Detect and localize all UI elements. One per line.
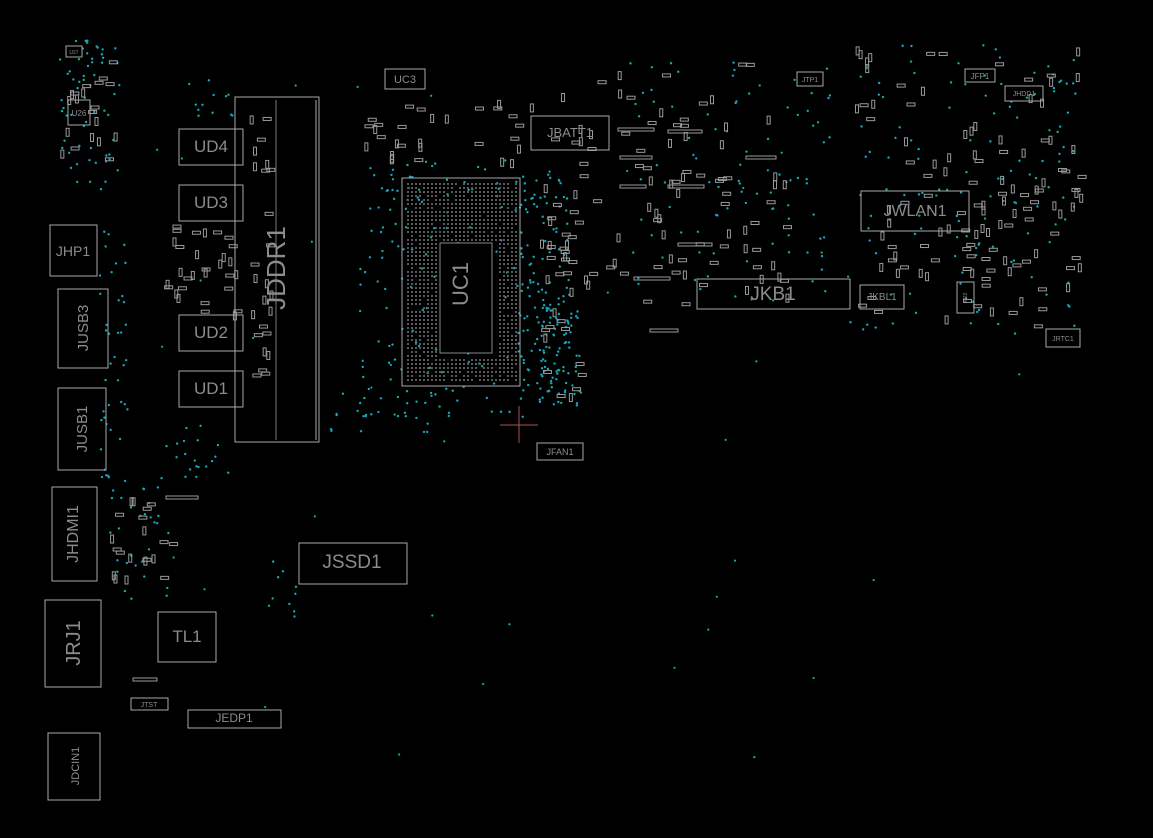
jio-connector[interactable]: JIO2 [956, 281, 975, 314]
uc3-label: UC3 [394, 74, 416, 86]
jssd1-connector[interactable]: JSSD1 [298, 542, 408, 585]
jfp1-label: JFP1 [971, 72, 990, 81]
jfan1-label: JFAN1 [546, 447, 573, 457]
jtp1-connector[interactable]: JTP1 [796, 71, 824, 87]
ud2-chip[interactable]: UD2 [178, 314, 244, 352]
jhp1-connector[interactable]: JHP1 [49, 224, 98, 277]
jddr1-label: JDDR1 [261, 226, 291, 310]
jwlan1-label: JWLAN1 [883, 203, 946, 220]
tl1-label: TL1 [172, 627, 201, 646]
jtp1-label: JTP1 [802, 77, 818, 84]
ud3-chip[interactable]: UD3 [178, 184, 244, 222]
jrj1-label: JRJ1 [63, 620, 85, 666]
ud4-chip[interactable]: UD4 [178, 128, 244, 166]
jfp1-connector[interactable]: JFP1 [964, 68, 996, 83]
svg-text:U27: U27 [69, 50, 78, 56]
uc1-cpu[interactable]: UC1 [401, 177, 521, 387]
jwlan1-connector[interactable]: JWLAN1 [860, 190, 970, 232]
jkb1-connector[interactable]: JKB1 [696, 278, 851, 310]
jhdmi1-label: JHDMI1 [65, 505, 82, 563]
jkbl1-connector[interactable]: JKBL1 [859, 284, 905, 310]
jhp1-label: JHP1 [56, 243, 90, 259]
jrtc1-connector[interactable]: JRTC1 [1045, 328, 1081, 348]
ud1-chip[interactable]: UD1 [178, 370, 244, 408]
jhdd1-label: JHDD1 [1013, 91, 1036, 98]
jbatt1-label: JBATT1 [547, 125, 593, 140]
u26-label: U26 [72, 109, 87, 118]
jusb1-label: JUSB1 [74, 406, 91, 453]
tl1-transformer[interactable]: TL1 [157, 611, 217, 663]
jdcin1-connector[interactable]: JDCIN1 [47, 732, 101, 801]
passive-components [60, 46, 1087, 682]
jkb1-label: JKB1 [750, 284, 795, 305]
jhdmi1-connector[interactable]: JHDMI1 [51, 486, 98, 582]
ud3-label: UD3 [194, 193, 228, 212]
crosshair-cursor-icon [500, 406, 538, 443]
ud2-label: UD2 [194, 323, 228, 342]
jhdd1-connector[interactable]: JHDD1 [1004, 85, 1044, 102]
uc1-label: UC1 [448, 262, 473, 306]
bga-ball-grid [407, 183, 517, 381]
jtst-connector[interactable]: JTST [130, 697, 169, 711]
u27-chip[interactable]: U27 [65, 45, 83, 58]
jbatt1-connector[interactable]: JBATT1 [530, 115, 610, 151]
ud4-label: UD4 [194, 137, 228, 156]
jedp1-connector[interactable]: JEDP1 [187, 709, 282, 729]
jusb3-label: JUSB3 [75, 305, 92, 352]
jio-label: JIO2 [963, 293, 969, 304]
uc3-chip[interactable]: UC3 [384, 68, 426, 90]
jssd1-label: JSSD1 [322, 552, 381, 573]
jtst-label: JTST [141, 702, 158, 709]
ud1-label: UD1 [194, 379, 228, 398]
jrj1-connector[interactable]: JRJ1 [44, 599, 102, 688]
jkbl1-label: JKBL1 [867, 292, 897, 303]
jfan1-connector[interactable]: JFAN1 [536, 442, 584, 461]
jedp1-label: JEDP1 [215, 711, 253, 725]
jdcin1-label: JDCIN1 [70, 747, 82, 786]
jrtc1-label: JRTC1 [1052, 336, 1074, 343]
jddr1-slot[interactable]: JDDR1 [234, 96, 320, 443]
jusb1-connector[interactable]: JUSB1 [57, 387, 107, 471]
jusb3-connector[interactable]: JUSB3 [57, 288, 109, 369]
u26-chip[interactable]: U26 [67, 99, 91, 126]
